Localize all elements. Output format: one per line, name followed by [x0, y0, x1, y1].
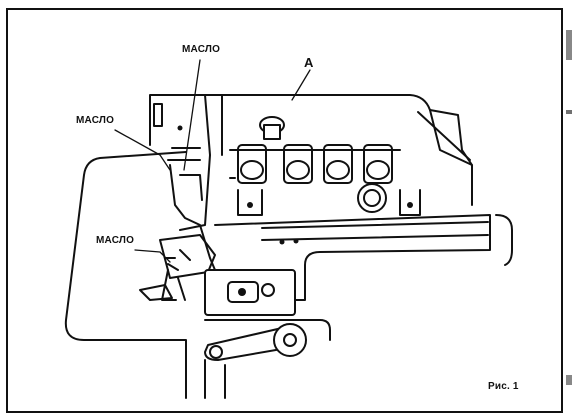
- thread-tensioners: [229, 144, 401, 184]
- top-cover-inner: [221, 94, 471, 161]
- part-a-label: A: [304, 55, 314, 70]
- base-plate: [214, 214, 491, 301]
- oil-label-bottom: МАСЛО: [96, 235, 135, 246]
- plate-bracket-right: [399, 189, 421, 216]
- leader-lines: [114, 59, 311, 263]
- oil-label-left: МАСЛО: [76, 115, 115, 126]
- side-bracket: [495, 214, 513, 266]
- crank-arm: [204, 323, 307, 399]
- top-cover-a: [204, 94, 473, 206]
- needle-assembly: [169, 164, 216, 271]
- base-plate-inner: [261, 221, 489, 241]
- oil-label-top: МАСЛО: [182, 44, 221, 55]
- needle-bar-housing: [149, 94, 211, 231]
- machine-bed: [64, 151, 187, 399]
- cover-knob: [259, 116, 285, 140]
- lower-mechanism: [204, 269, 331, 341]
- plate-bracket-left: [237, 189, 263, 216]
- margin-ticks: [566, 30, 572, 385]
- round-dial: [357, 183, 387, 213]
- figure-caption: Рис. 1: [488, 381, 519, 392]
- right-housing: [429, 109, 473, 166]
